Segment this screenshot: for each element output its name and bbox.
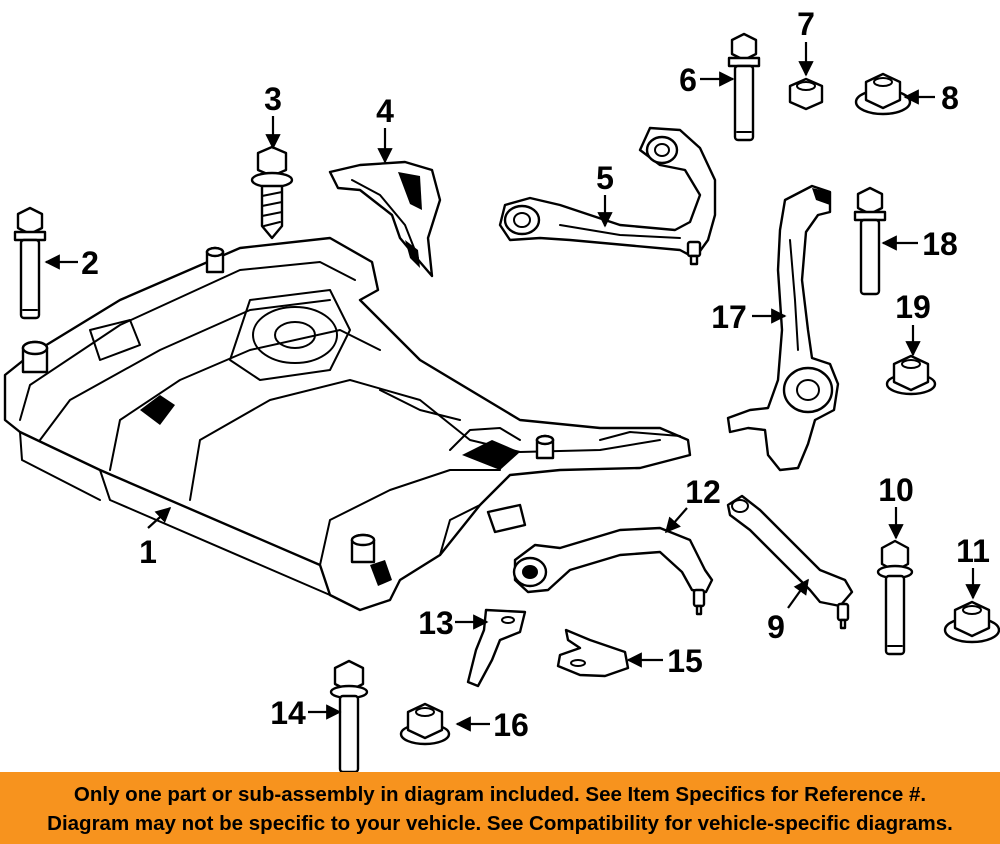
leader-lines — [44, 42, 981, 732]
callout-12: 12 — [685, 474, 721, 510]
callout-2: 2 — [81, 245, 99, 281]
disclaimer-banner: Only one part or sub-assembly in diagram… — [0, 772, 1000, 844]
callout-3: 3 — [264, 81, 282, 117]
bolt-6 — [727, 32, 761, 142]
callout-18: 18 — [922, 226, 958, 262]
bolt-3 — [250, 145, 294, 240]
bolt-14 — [329, 659, 369, 772]
callout-14: 14 — [270, 695, 306, 731]
disclaimer-line-2: Diagram may not be specific to your vehi… — [47, 812, 953, 835]
heat-shield — [328, 160, 442, 278]
flange-nut-11 — [943, 600, 1000, 644]
engine-cradle — [3, 236, 692, 612]
bolt-2 — [13, 206, 47, 320]
leader-1 — [147, 506, 172, 529]
callout-16: 16 — [493, 707, 529, 743]
parts-diagram: 1 2 3 4 5 6 7 8 9 10 11 12 13 14 15 16 1… — [3, 6, 1000, 772]
callout-7: 7 — [797, 6, 815, 42]
flange-nut-8 — [854, 72, 912, 116]
bolt-18 — [853, 186, 887, 296]
leader-12 — [664, 507, 688, 534]
nut-7 — [788, 77, 824, 111]
disclaimer-line-1: Only one part or sub-assembly in diagram… — [73, 783, 927, 806]
callout-4: 4 — [376, 93, 394, 129]
callout-8: 8 — [941, 80, 959, 116]
callout-11: 11 — [956, 533, 990, 569]
bracket-15 — [556, 628, 630, 678]
leader-9 — [787, 578, 809, 609]
callout-13: 13 — [418, 605, 454, 641]
flange-nut-19 — [885, 354, 937, 396]
callout-5: 5 — [596, 160, 614, 196]
bolt-10 — [876, 539, 914, 656]
callout-19: 19 — [895, 289, 931, 325]
lower-link-arm — [726, 494, 854, 630]
lower-control-arm — [512, 526, 714, 616]
callout-9: 9 — [767, 609, 785, 645]
callout-1: 1 — [139, 534, 157, 570]
upper-control-arm — [498, 126, 717, 266]
flange-nut-16 — [399, 702, 451, 746]
bracket-13 — [466, 608, 527, 688]
callout-10: 10 — [878, 472, 914, 508]
callout-17: 17 — [711, 299, 747, 335]
callout-6: 6 — [679, 62, 697, 98]
callout-labels: 1 2 3 4 5 6 7 8 9 10 11 12 13 14 15 16 1… — [81, 6, 990, 743]
steering-knuckle — [726, 184, 840, 472]
callout-15: 15 — [667, 643, 703, 679]
